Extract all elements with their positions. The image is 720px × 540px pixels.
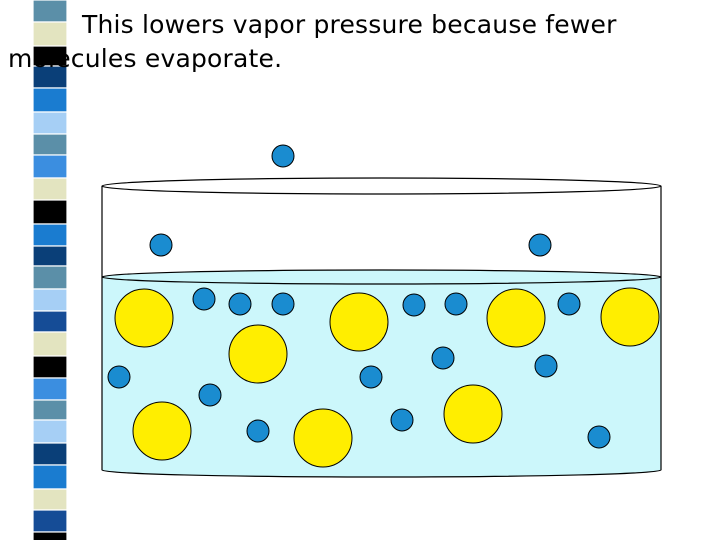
water-molecule <box>529 234 551 256</box>
solute-particle <box>115 289 173 347</box>
water-molecule <box>588 426 610 448</box>
water-molecule <box>403 294 425 316</box>
water-molecule <box>272 145 294 167</box>
water-molecule <box>193 288 215 310</box>
solute-particle <box>294 409 352 467</box>
slide-caption: This lowers vapor pressure because fewer… <box>8 8 648 76</box>
water-molecule <box>150 234 172 256</box>
water-molecule <box>108 366 130 388</box>
beaker-back <box>102 178 661 194</box>
beaker-rim <box>102 178 661 194</box>
water-molecule <box>558 293 580 315</box>
solute-particle <box>444 385 502 443</box>
water-molecule <box>229 293 251 315</box>
water-molecule <box>445 293 467 315</box>
water-molecule <box>272 293 294 315</box>
water-molecule <box>535 355 557 377</box>
solute-particle <box>229 325 287 383</box>
solute-particle <box>601 288 659 346</box>
solute-particle <box>330 293 388 351</box>
water-molecule <box>432 347 454 369</box>
water-molecule <box>247 420 269 442</box>
solute-particle <box>133 402 191 460</box>
water-molecule <box>360 366 382 388</box>
solute-particle <box>487 289 545 347</box>
water-molecule <box>391 409 413 431</box>
water-surface <box>102 270 661 284</box>
water-molecule <box>199 384 221 406</box>
